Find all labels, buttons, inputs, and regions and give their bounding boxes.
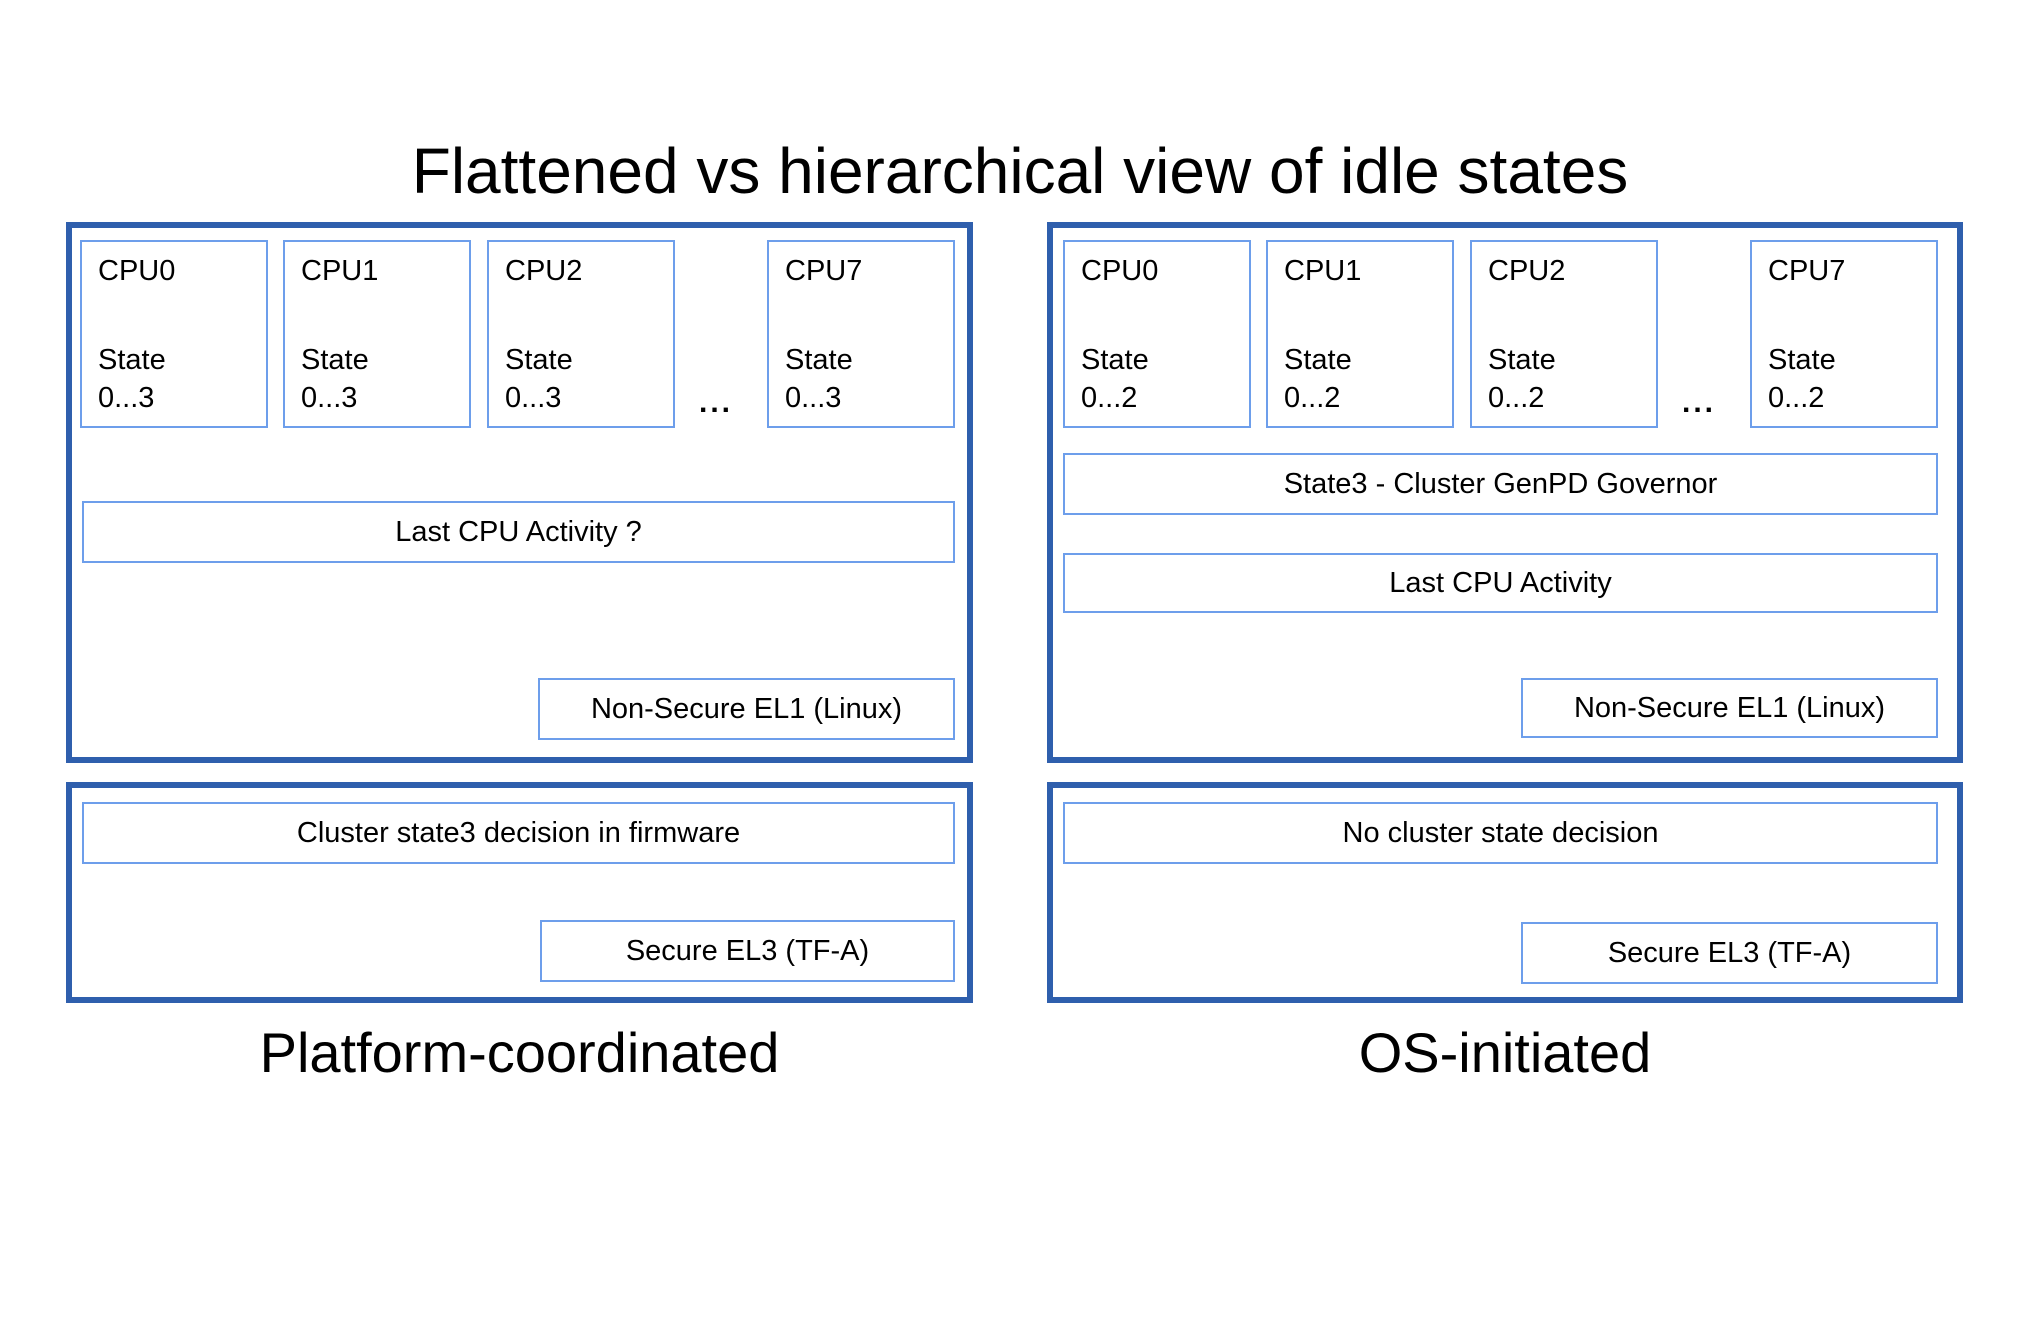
non-secure-el1-box: Non-Secure EL1 (Linux) (1521, 678, 1938, 738)
slide-title: Flattened vs hierarchical view of idle s… (411, 135, 1629, 207)
cpu-state-label: State (1488, 344, 1556, 376)
cpu-ellipsis: ... (1681, 386, 1716, 419)
cpu-box-left-2: CPU2 State 0...3 (487, 240, 675, 428)
non-secure-el1-box: Non-Secure EL1 (Linux) (538, 678, 955, 740)
cpu-state-range: 0...3 (98, 382, 155, 414)
cpu-state-range: 0...2 (1284, 382, 1341, 414)
cpu-state-label: State (1284, 344, 1352, 376)
last-cpu-activity-box: Last CPU Activity (1063, 553, 1938, 613)
panel-right-nonsecure-world: CPU0 State 0...2 CPU1 State 0...2 CPU2 S… (1047, 222, 1963, 763)
cpu-state-range: 0...2 (1768, 382, 1825, 414)
cpu-state-label: State (785, 344, 853, 376)
panel-left-secure-world: Cluster state3 decision in firmware Secu… (66, 782, 973, 1003)
cpu-box-left-1: CPU1 State 0...3 (283, 240, 471, 428)
cpu-state-label: State (505, 344, 573, 376)
cpu-state-label: State (1081, 344, 1149, 376)
cpu-name: CPU0 (1081, 255, 1159, 287)
cpu-name: CPU7 (1768, 255, 1846, 287)
panel-right-secure-world: No cluster state decision Secure EL3 (TF… (1047, 782, 1963, 1003)
cpu-box-right-1: CPU1 State 0...2 (1266, 240, 1454, 428)
cpu-state-label: State (301, 344, 369, 376)
cpu-name: CPU2 (505, 255, 583, 287)
no-cluster-decision-box: No cluster state decision (1063, 802, 1938, 864)
secure-el3-box: Secure EL3 (TF-A) (1521, 922, 1938, 984)
cpu-box-right-7: CPU7 State 0...2 (1750, 240, 1938, 428)
os-initiated-label: OS-initiated (1358, 1021, 1652, 1084)
cpu-box-right-0: CPU0 State 0...2 (1063, 240, 1251, 428)
cpu-name: CPU1 (301, 255, 379, 287)
cpu-state: State 0...2 (1284, 341, 1444, 417)
cpu-name: CPU7 (785, 255, 863, 287)
cpu-state-range: 0...3 (505, 382, 562, 414)
cpu-name: CPU2 (1488, 255, 1566, 287)
cpu-state: State 0...2 (1768, 341, 1928, 417)
cpu-box-right-2: CPU2 State 0...2 (1470, 240, 1658, 428)
last-cpu-activity-box: Last CPU Activity ? (82, 501, 955, 563)
cluster-genpd-governor-box: State3 - Cluster GenPD Governor (1063, 453, 1938, 515)
cpu-state-label: State (1768, 344, 1836, 376)
secure-el3-box: Secure EL3 (TF-A) (540, 920, 955, 982)
cpu-state: State 0...3 (98, 341, 258, 417)
cpu-state-range: 0...2 (1081, 382, 1138, 414)
cpu-ellipsis: ... (698, 386, 733, 419)
cpu-state: State 0...3 (301, 341, 461, 417)
cpu-state-label: State (98, 344, 166, 376)
cpu-state: State 0...3 (505, 341, 665, 417)
cpu-box-left-7: CPU7 State 0...3 (767, 240, 955, 428)
panel-left-nonsecure-world: CPU0 State 0...3 CPU1 State 0...3 CPU2 S… (66, 222, 973, 763)
cpu-name: CPU1 (1284, 255, 1362, 287)
cpu-state-range: 0...3 (301, 382, 358, 414)
cpu-name: CPU0 (98, 255, 176, 287)
cpu-state: State 0...2 (1488, 341, 1648, 417)
platform-coordinated-label: Platform-coordinated (259, 1021, 780, 1084)
cluster-decision-firmware-box: Cluster state3 decision in firmware (82, 802, 955, 864)
cpu-state: State 0...2 (1081, 341, 1241, 417)
cpu-state-range: 0...3 (785, 382, 842, 414)
cpu-state-range: 0...2 (1488, 382, 1545, 414)
cpu-box-left-0: CPU0 State 0...3 (80, 240, 268, 428)
cpu-state: State 0...3 (785, 341, 945, 417)
